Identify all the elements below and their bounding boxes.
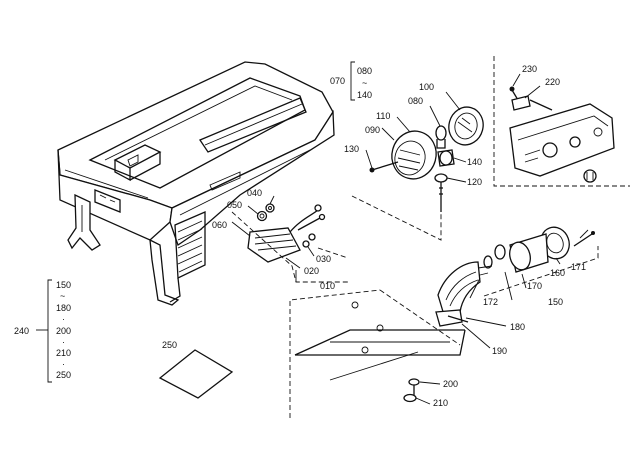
- label-250: 250: [162, 340, 177, 350]
- sheet-250: [158, 349, 234, 399]
- label-060: 060: [212, 220, 227, 230]
- label-030: 030: [316, 254, 331, 264]
- label-070: 070: [330, 76, 345, 86]
- front-lamp: [231, 203, 349, 283]
- group-200: 200: [56, 326, 71, 336]
- label-130: 130: [344, 144, 359, 154]
- hood-body: [57, 61, 335, 306]
- leader-lines: [231, 73, 589, 405]
- label-090: 090: [365, 125, 380, 135]
- label-140: 140: [467, 157, 482, 167]
- label-080: 080: [408, 96, 423, 106]
- label-020: 020: [304, 266, 319, 276]
- label-080-top: 080: [357, 66, 372, 76]
- label-110: 110: [376, 111, 390, 121]
- label-240: 240: [14, 326, 29, 336]
- group-brackets: [36, 61, 355, 383]
- group-dot-3: ·: [62, 359, 65, 369]
- headlight-assembly: [351, 106, 484, 241]
- group-tilde: ~: [60, 291, 65, 301]
- base-plate: [289, 289, 466, 418]
- tail-lamp-assembly: [435, 226, 599, 327]
- group-210: 210: [56, 348, 71, 358]
- group-dot-2: ·: [62, 337, 65, 347]
- label-050: 050: [227, 200, 242, 210]
- group-dot-1: ·: [62, 314, 65, 324]
- label-220: 220: [545, 77, 560, 87]
- label-140-top: 140: [357, 90, 372, 100]
- label-120: 120: [467, 177, 482, 187]
- label-172: 172: [483, 297, 498, 307]
- inset-detail: [493, 56, 630, 187]
- group-180: 180: [56, 303, 71, 313]
- group-250: 250: [56, 370, 71, 380]
- label-160: 160: [550, 268, 565, 278]
- label-150: 150: [548, 297, 563, 307]
- label-190: 190: [492, 346, 507, 356]
- label-200: 200: [443, 379, 458, 389]
- label-171: 171: [571, 262, 586, 272]
- label-010: 010: [320, 281, 335, 291]
- part-labels: 070 080 ~ 140 100 080 110 090 130 140 12…: [14, 64, 586, 408]
- label-230: 230: [522, 64, 537, 74]
- label-100: 100: [419, 82, 434, 92]
- label-170: 170: [527, 281, 542, 291]
- label-tilde-1: ~: [362, 78, 367, 88]
- label-210: 210: [433, 398, 448, 408]
- label-040: 040: [247, 188, 262, 198]
- group-150: 150: [56, 280, 71, 290]
- label-180: 180: [510, 322, 525, 332]
